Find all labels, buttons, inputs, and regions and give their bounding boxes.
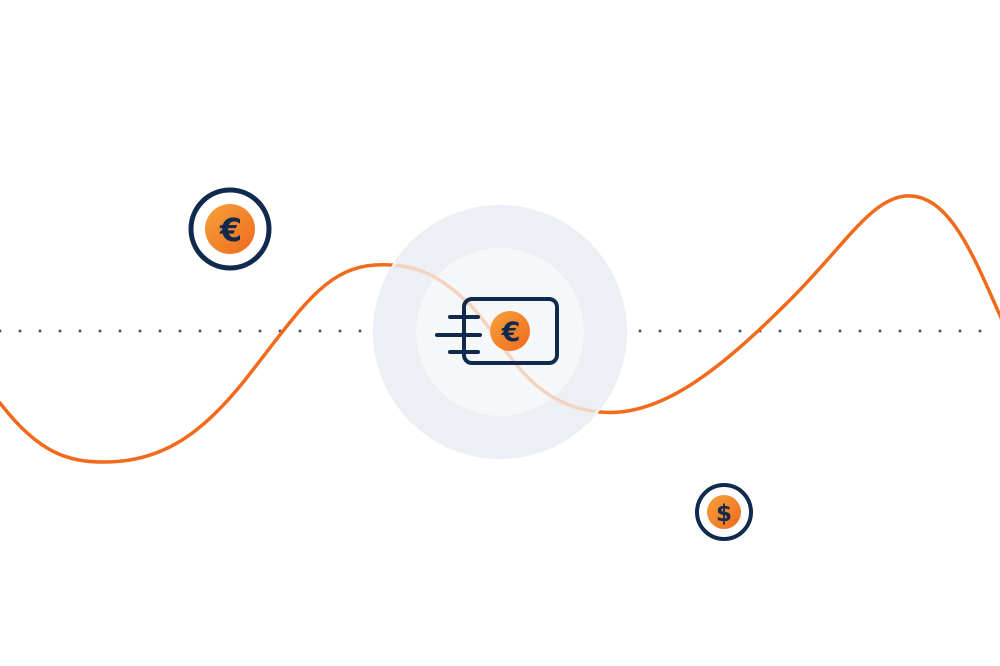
- euro-coin-symbol: €: [219, 211, 242, 249]
- dollar-coin-symbol: $: [716, 501, 732, 527]
- card-transfer-euro-icon: €: [435, 297, 559, 365]
- card-euro-symbol: €: [501, 317, 521, 348]
- trend-wave-faded: [376, 208, 624, 456]
- dollar-coin-icon: $: [695, 483, 753, 541]
- euro-coin-icon: €: [188, 187, 272, 271]
